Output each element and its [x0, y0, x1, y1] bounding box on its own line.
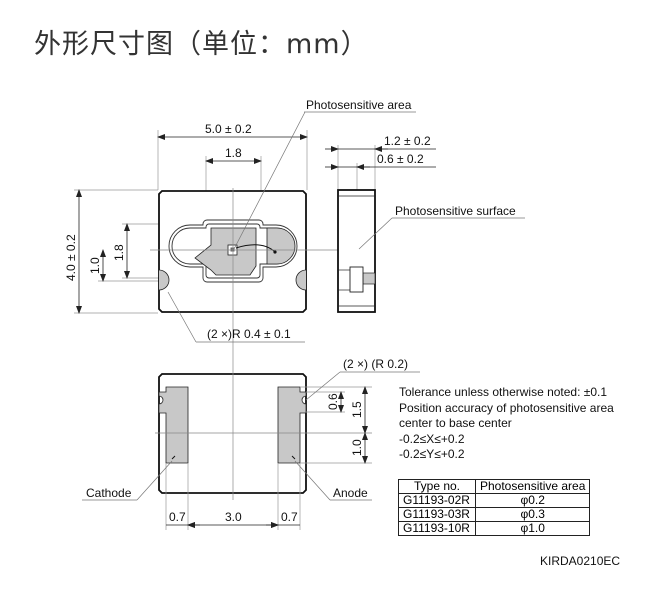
corner-radius-note: (2 ×)R 0.4 ± 0.1 [207, 327, 291, 341]
table-header: Photosensitive area [474, 479, 591, 494]
upper-dim-label: 1.5 [350, 401, 364, 418]
note-line: Tolerance unless otherwise noted: ±0.1 [399, 385, 608, 399]
window-width-dim-label: 1.8 [225, 146, 242, 160]
note-line: Position accuracy of photosensitive area [399, 400, 614, 415]
notch-dim-label: 0.6 [326, 393, 340, 410]
bottom-view: 0.6 1.5 1.0 (2 ×) (R 0.2) 0.7 3.0 0.7 Ca… [82, 348, 420, 530]
pad-spacing-dim-label: 3.0 [225, 510, 242, 524]
table-header-row: Type no. Photosensitive area [398, 479, 591, 494]
thickness-dim-label: 1.2 ± 0.2 [384, 134, 431, 148]
table-cell: φ0.3 [474, 507, 591, 522]
package-side-outline [337, 189, 376, 313]
table-cell: G11193-10R [398, 521, 476, 536]
table-row: G11193-10R φ1.0 [398, 521, 591, 536]
offset-dim-label: 1.0 [88, 257, 102, 274]
right-pad-dim-label: 0.7 [281, 510, 298, 524]
side-view: 1.2 ± 0.2 0.6 ± 0.2 Photosensitive surfa… [325, 134, 525, 313]
package-bottom-outline [158, 373, 307, 494]
surface-depth-dim-label: 0.6 ± 0.2 [377, 152, 424, 166]
table-cell: φ0.2 [474, 493, 591, 508]
photosensitive-surface-label: Photosensitive surface [395, 204, 516, 218]
table-cell: φ1.0 [474, 521, 591, 536]
anode-label: Anode [333, 486, 368, 500]
window-height-dim-label: 1.8 [112, 244, 126, 261]
drawing-code: KIRDA0210EC [540, 554, 621, 568]
photosensitive-area-label: Photosensitive area [306, 98, 412, 112]
anode-pad [277, 386, 307, 464]
cathode-label: Cathode [86, 486, 132, 500]
note-line: -0.2≤X≤+0.2 [399, 431, 465, 446]
tolerance-notes: Tolerance unless otherwise noted: ±0.1 P… [399, 385, 614, 463]
lower-dim-label: 1.0 [350, 439, 364, 456]
left-pad-dim-label: 0.7 [169, 510, 186, 524]
table-row: G11193-03R φ0.3 [398, 507, 591, 522]
table-row: G11193-02R φ0.2 [398, 493, 591, 508]
page-title: 外形尺寸图（单位：mm） [34, 29, 369, 60]
height-dim-label: 4.0 ± 0.2 [64, 234, 78, 281]
table-cell: G11193-03R [398, 507, 476, 522]
note-line: center to base center [399, 416, 512, 430]
cathode-pad [158, 386, 189, 464]
table-cell: G11193-02R [398, 493, 476, 508]
table-header: Type no. [398, 479, 476, 494]
width-dim-label: 5.0 ± 0.2 [205, 122, 252, 136]
top-view: 5.0 ± 0.2 1.8 4.0 ± 0.2 1.8 1.0 Photosen… [64, 98, 416, 348]
corner-note: (2 ×) (R 0.2) [343, 357, 408, 371]
note-line: -0.2≤Y≤+0.2 [399, 447, 465, 461]
type-table: Type no. Photosensitive area G11193-02R … [398, 479, 591, 536]
